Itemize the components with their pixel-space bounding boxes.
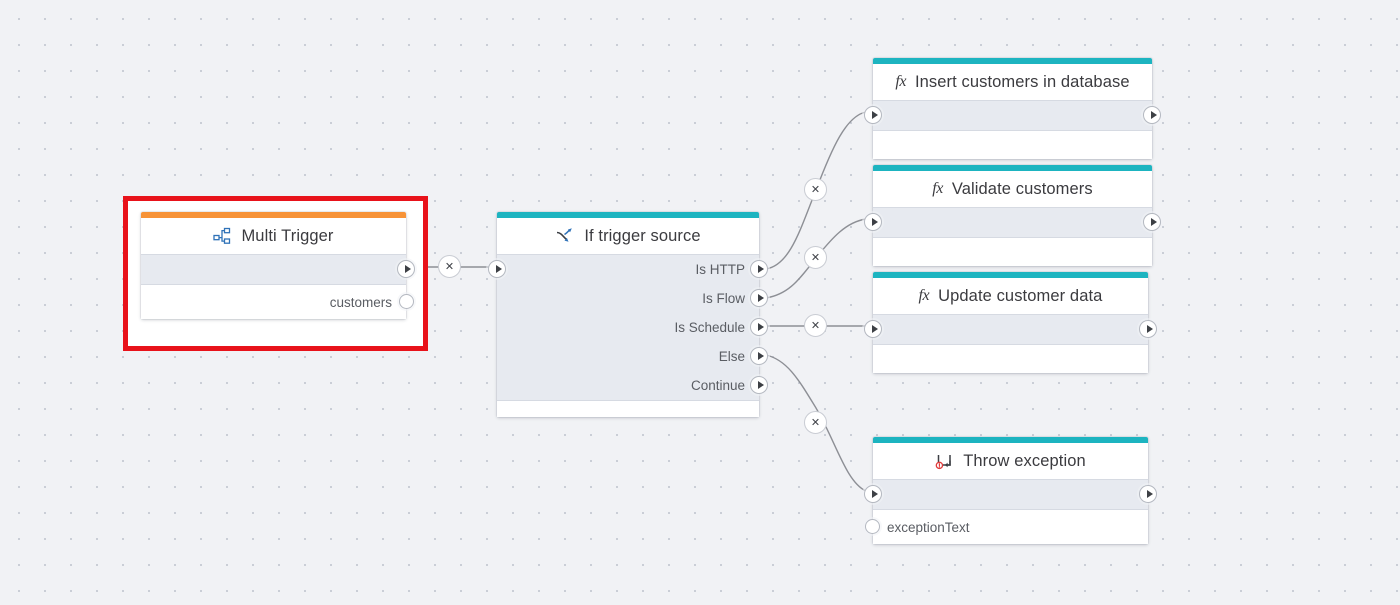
edge-delete-button-is-http-to-insert[interactable]: ✕ (804, 178, 827, 201)
node-parameters (873, 345, 1148, 373)
node-validate-customers[interactable]: fx Validate customers (864, 165, 1161, 266)
edge-delete-button-else-to-throw[interactable]: ✕ (804, 411, 827, 434)
branch-icon (555, 227, 575, 246)
param-port-exception-text[interactable] (865, 519, 880, 534)
node-title-text: Validate customers (951, 179, 1093, 198)
port-row-output[interactable] (873, 315, 1157, 344)
port-row-output[interactable] (141, 255, 415, 284)
node-throw-exception[interactable]: Throw exception exceptionText (864, 437, 1157, 544)
fx-icon: fx (932, 180, 943, 197)
node-accent-bar (873, 437, 1148, 443)
output-port-arrow[interactable] (1139, 320, 1157, 338)
edge-delete-button-is-flow-to-validate[interactable]: ✕ (804, 246, 827, 269)
port-row-output[interactable] (873, 208, 1161, 237)
port-row-continue[interactable]: Continue (497, 371, 768, 400)
node-title-text: Multi Trigger (241, 226, 334, 245)
node-output-ports (864, 207, 1161, 238)
node-accent-bar (873, 272, 1148, 278)
node-accent-bar (873, 165, 1152, 171)
input-port-arrow[interactable] (864, 106, 882, 124)
fx-icon: fx (918, 287, 930, 304)
sitemap-icon (213, 227, 232, 246)
node-header[interactable]: fx Update customer data (873, 278, 1148, 314)
node-insert-customers-in-database[interactable]: fx Insert customers in database (864, 58, 1161, 159)
output-port-is-schedule[interactable] (750, 318, 768, 336)
node-multi-trigger[interactable]: Multi Trigger customers (141, 212, 415, 319)
input-port-arrow[interactable] (864, 485, 882, 503)
input-port-arrow[interactable] (864, 320, 882, 338)
node-update-customer-data[interactable]: fx Update customer data (864, 272, 1157, 373)
output-port-else[interactable] (750, 347, 768, 365)
node-header[interactable]: fx Insert customers in database (873, 64, 1152, 100)
edge-delete-button-multi-trigger-to-if[interactable]: ✕ (438, 255, 461, 278)
input-port-arrow[interactable] (864, 213, 882, 231)
param-row-customers[interactable]: customers (141, 285, 414, 319)
output-port-arrow[interactable] (1143, 213, 1161, 231)
node-header[interactable]: If trigger source (497, 218, 759, 254)
node-accent-bar (141, 212, 406, 218)
node-title-text: Throw exception (963, 451, 1086, 470)
edge-delete-button-is-schedule-to-update[interactable]: ✕ (804, 314, 827, 337)
port-label-continue: Continue (690, 378, 745, 393)
port-label-is-schedule: Is Schedule (674, 320, 745, 335)
node-output-ports (141, 254, 415, 285)
port-row-is-flow[interactable]: Is Flow (497, 284, 768, 313)
output-port-is-flow[interactable] (750, 289, 768, 307)
port-row-output[interactable] (873, 101, 1161, 130)
fx-icon: fx (895, 73, 906, 90)
param-label-customers: customers (329, 294, 392, 310)
port-row-else[interactable]: Else (497, 342, 768, 371)
node-parameters: customers (141, 285, 414, 319)
throw-exception-icon (935, 452, 954, 471)
node-title-text: If trigger source (584, 226, 701, 245)
param-label-exception-text: exceptionText (887, 519, 970, 535)
port-label-else: Else (718, 349, 745, 364)
output-port-arrow[interactable] (397, 260, 415, 278)
output-port-arrow[interactable] (1143, 106, 1161, 124)
node-title-text: Insert customers in database (914, 72, 1130, 91)
node-parameters (873, 238, 1152, 266)
output-port-continue[interactable] (750, 376, 768, 394)
input-port-arrow[interactable] (488, 260, 506, 278)
node-output-ports: Is HTTP Is Flow Is Schedule Else Continu… (488, 254, 768, 401)
node-header[interactable]: Multi Trigger (141, 218, 406, 254)
node-parameters (873, 131, 1152, 159)
param-row-exception-text[interactable]: exceptionText (865, 510, 1148, 544)
node-output-ports (864, 314, 1157, 345)
param-port-customers[interactable] (399, 294, 414, 309)
node-if-trigger-source[interactable]: If trigger source Is HTTP Is Flow Is Sch… (488, 212, 768, 417)
node-output-ports (864, 100, 1161, 131)
port-label-is-http: Is HTTP (695, 262, 746, 277)
output-port-arrow[interactable] (1139, 485, 1157, 503)
node-accent-bar (873, 58, 1152, 64)
node-parameters (497, 401, 759, 417)
node-accent-bar (497, 212, 759, 218)
node-parameters: exceptionText (865, 510, 1148, 544)
node-output-ports (864, 479, 1157, 510)
port-row-is-schedule[interactable]: Is Schedule (497, 313, 768, 342)
node-header[interactable]: fx Validate customers (873, 171, 1152, 207)
node-header[interactable]: Throw exception (873, 443, 1148, 479)
output-port-is-http[interactable] (750, 260, 768, 278)
port-row-output[interactable] (873, 480, 1157, 509)
port-row-is-http[interactable]: Is HTTP (497, 255, 768, 284)
port-label-is-flow: Is Flow (702, 291, 745, 306)
node-title-text: Update customer data (938, 286, 1103, 305)
